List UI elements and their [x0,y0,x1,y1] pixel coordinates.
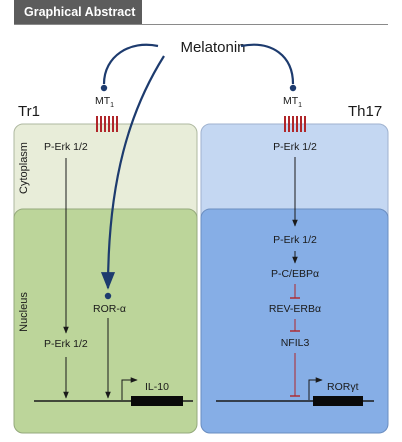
melatonin-label: Melatonin [180,39,245,56]
tr1-ror-alpha: ROR-α [93,303,126,315]
melatonin-to-mt1-right-arrow [240,43,295,85]
tr1-label: Tr1 [18,103,40,120]
tr1-nucleus [13,208,198,434]
tr1-perk-nucleus: P-Erk 1/2 [44,338,88,350]
nucleus-label: Nucleus [18,292,30,332]
graphical-abstract-tab: Graphical Abstract [14,0,142,24]
th17-reverb: REV-ERBα [269,303,321,315]
th17-nfil3: NFIL3 [281,337,310,349]
mt1-label-left: MT1 [95,95,114,109]
mt1-left-binding-dot [100,84,108,92]
mt1-right-binding-dot [289,84,297,92]
mt1-receptor-left [96,116,118,132]
roryt-promoter-arrow [308,377,323,400]
mt1-receptor-right [284,116,306,132]
th17-perk-nucleus: P-Erk 1/2 [273,234,317,246]
roryt-gene-box [313,396,363,406]
tr1-perk-cytoplasm: P-Erk 1/2 [44,141,88,153]
ror-alpha-binding-dot [104,292,112,300]
melatonin-to-mt1-left-arrow [102,43,159,85]
cytoplasm-label: Cytoplasm [18,142,30,194]
th17-perk-cytoplasm: P-Erk 1/2 [273,141,317,153]
il10-promoter-arrow [121,377,138,400]
header-divider [14,24,388,25]
il10-gene-box [131,396,183,406]
il10-gene-label: IL-10 [145,381,169,393]
th17-pcebp: P-C/EBPα [271,268,319,280]
melatonin-to-ror-alpha-arrow [100,55,165,290]
roryt-gene-label: RORγt [327,381,359,393]
mt1-label-right: MT1 [283,95,302,109]
th17-label: Th17 [348,103,382,120]
